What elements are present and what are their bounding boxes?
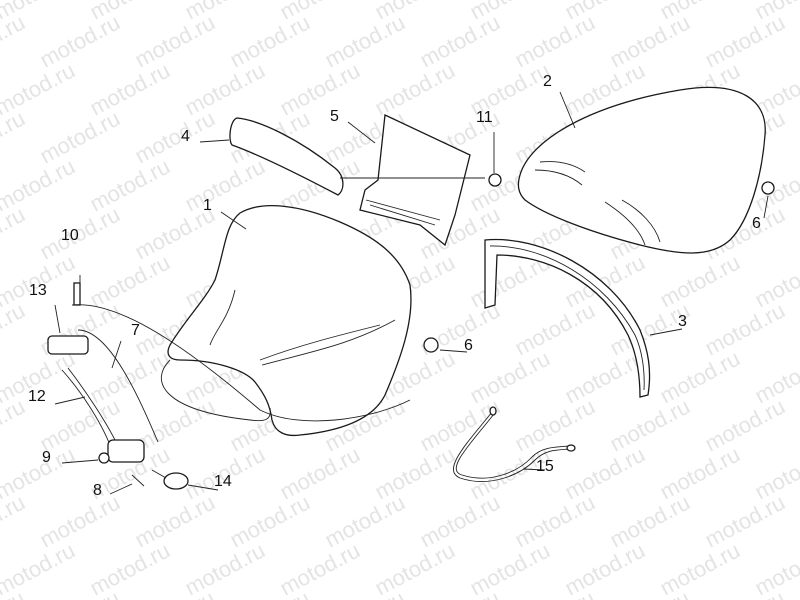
callout-grommet[interactable]: 11 <box>476 109 493 126</box>
grommet-shape <box>488 173 502 187</box>
callout-screw[interactable]: 8 <box>93 482 102 499</box>
helmet-cable-shape <box>453 406 576 482</box>
callout-helmet-cable[interactable]: 15 <box>536 458 554 475</box>
callout-cable[interactable]: 7 <box>131 322 140 339</box>
callout-seat-latch[interactable]: 13 <box>29 282 47 299</box>
callout-release-cable[interactable]: 12 <box>28 388 46 405</box>
callout-rider-seat[interactable]: 1 <box>203 197 212 214</box>
seat-pad-shape <box>199 117 344 196</box>
callout-rubber-buffer-center[interactable]: 6 <box>464 337 473 354</box>
rider-seat-shape <box>161 205 412 437</box>
grab-strap-shape <box>484 238 683 398</box>
callout-bracket-plate[interactable]: 5 <box>330 108 339 125</box>
callout-bolt[interactable]: 10 <box>61 227 79 244</box>
bracket-plate-shape <box>340 114 485 247</box>
callout-nut[interactable]: 9 <box>42 449 51 466</box>
buffer-right-shape <box>761 181 775 195</box>
buffer-center-shape <box>423 337 439 353</box>
latch-assembly-shape <box>47 275 411 495</box>
callout-grab-strap-handle[interactable]: 3 <box>678 313 687 330</box>
callout-rubber-buffer-right[interactable]: 6 <box>752 215 761 232</box>
callout-passenger-seat[interactable]: 2 <box>543 73 552 90</box>
callout-key[interactable]: 14 <box>214 473 232 490</box>
callout-seat-pad[interactable]: 4 <box>181 128 190 145</box>
passenger-seat-shape <box>517 86 766 254</box>
